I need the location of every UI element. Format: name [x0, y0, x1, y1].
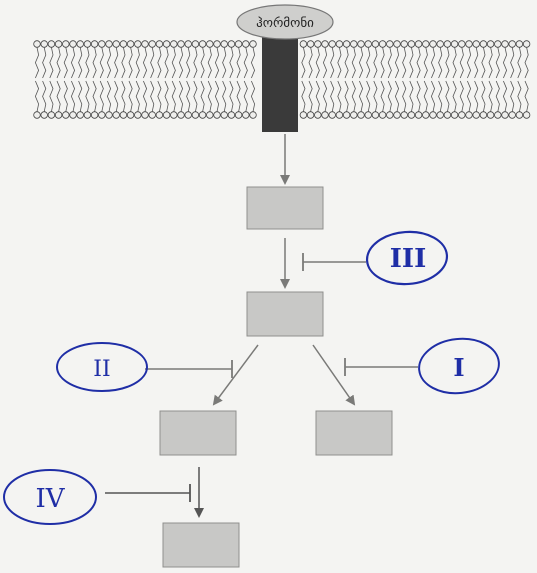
inhibition-II — [145, 360, 233, 378]
arrow-box2-to-box3-right — [312, 344, 356, 406]
pathway-box-1 — [246, 186, 324, 230]
arrow-box2-to-box3-left — [212, 344, 259, 406]
pathway-box-3-left — [159, 410, 237, 456]
pathway-box-3-right — [315, 410, 393, 456]
membrane-lipid-tails — [34, 47, 529, 112]
label-II: II — [56, 342, 148, 392]
inhibition-IV — [105, 484, 191, 502]
label-I-ellipse — [418, 337, 500, 395]
label-II-ellipse — [56, 342, 148, 392]
label-III-text: III — [390, 244, 427, 274]
label-IV-ellipse — [3, 469, 97, 525]
label-I: I — [418, 337, 500, 395]
pathway-box-4 — [162, 522, 240, 568]
label-II-text: II — [93, 357, 110, 382]
label-IV-text: IV — [35, 484, 65, 514]
inhibition-III — [302, 253, 366, 271]
inhibition-I — [344, 358, 418, 376]
label-I-text: I — [453, 353, 464, 382]
receptor-protein — [262, 30, 298, 132]
label-IV: IV — [3, 469, 97, 525]
pathway-box-2 — [246, 291, 324, 337]
cell-membrane — [33, 40, 531, 119]
label-III: III — [365, 230, 449, 286]
hormone-label: ჰორმონი — [256, 16, 314, 31]
label-III-ellipse — [365, 230, 449, 286]
membrane-bottom-heads — [33, 111, 531, 119]
hormone-ellipse — [236, 4, 334, 40]
